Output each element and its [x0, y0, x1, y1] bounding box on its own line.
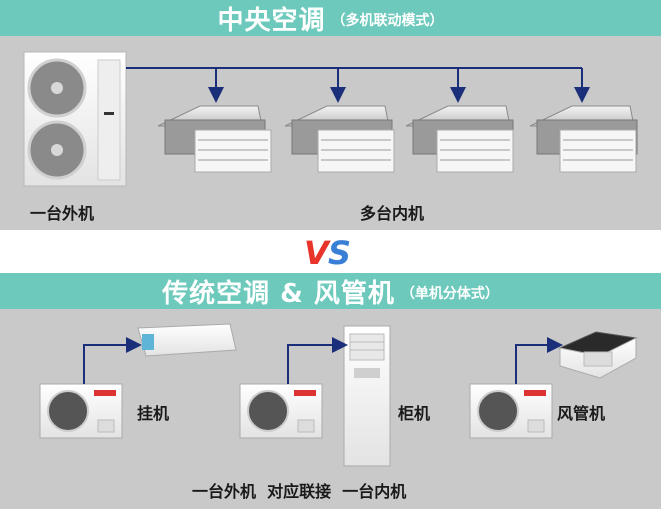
- split-pipe-1: [83, 337, 142, 384]
- vs-s-letter: S: [328, 234, 351, 272]
- cabinet-unit-label: 柜机: [398, 404, 431, 423]
- footer-label: 一台外机 对应联接 一台内机: [192, 482, 407, 501]
- cassette-indoor-unit: [558, 331, 638, 379]
- split-outdoor-unit-3: [469, 383, 553, 439]
- traditional-ac-title: 传统空调 & 风管机: [162, 278, 395, 309]
- indoor-units-label: 多台内机: [360, 204, 425, 223]
- traditional-ac-banner: 传统空调 & 风管机 （单机分体式）: [0, 273, 661, 309]
- outdoor-unit-label: 一台外机: [30, 204, 95, 223]
- central-ac-subtitle: （多机联动模式）: [331, 13, 444, 29]
- split-pipe-3: [515, 337, 563, 384]
- vs-icon: V S: [304, 234, 351, 272]
- ducted-indoor-unit-3: [405, 105, 514, 173]
- central-outdoor-unit: [23, 51, 127, 187]
- ducted-indoor-unit-1: [157, 105, 272, 173]
- ducted-unit-label: 风管机: [557, 404, 606, 423]
- traditional-ac-subtitle: （单机分体式）: [400, 286, 499, 302]
- central-ac-banner: 中央空调 （多机联动模式）: [0, 0, 661, 36]
- split-pipe-2: [287, 337, 348, 384]
- ducted-indoor-unit-2: [284, 105, 395, 173]
- floor-cabinet-indoor-unit: [343, 325, 391, 467]
- central-pipe-network: [126, 67, 590, 103]
- central-ac-title: 中央空调: [217, 5, 326, 36]
- wall-unit-label: 挂机: [137, 404, 170, 423]
- wall-mounted-indoor-unit: [137, 323, 237, 357]
- vs-v-letter: V: [304, 234, 331, 272]
- split-outdoor-unit-2: [239, 383, 323, 439]
- split-outdoor-unit-1: [39, 383, 123, 439]
- ducted-indoor-unit-4: [529, 105, 638, 173]
